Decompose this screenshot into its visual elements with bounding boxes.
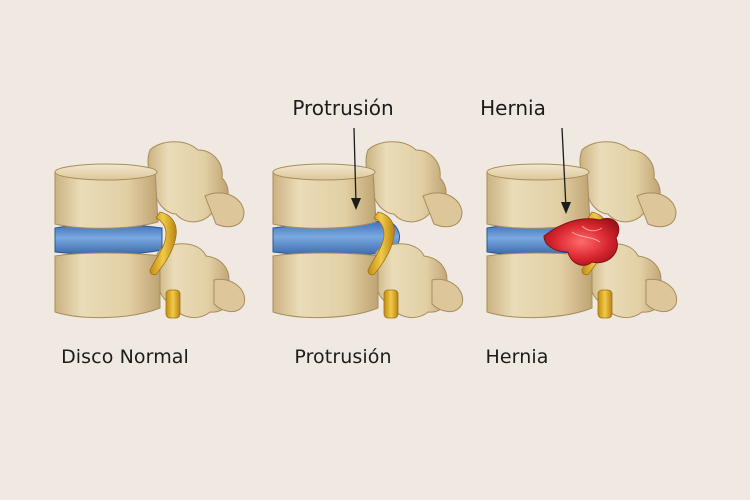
callout-protrusion: Protrusión (292, 96, 394, 120)
hernia-illustration (486, 127, 678, 319)
callout-arrow (561, 127, 567, 209)
normal-disc-illustration (54, 141, 246, 319)
normal-disc (54, 223, 163, 256)
arrowhead (351, 198, 361, 210)
caption-normal: Disco Normal (61, 346, 189, 368)
caption-protrusion: Protrusión (294, 346, 392, 368)
callout-arrow (353, 127, 357, 205)
arrowhead (561, 202, 571, 214)
herniated-nucleus (543, 218, 620, 266)
panel-protrusion: Protrusión Protrusión (218, 0, 468, 500)
panel-hernia: Hernia Hernia (432, 0, 682, 500)
panel-normal: Disco Normal (0, 0, 250, 500)
protrusion-illustration (272, 127, 464, 319)
caption-hernia: Hernia (485, 346, 549, 368)
callout-hernia: Hernia (480, 96, 546, 120)
